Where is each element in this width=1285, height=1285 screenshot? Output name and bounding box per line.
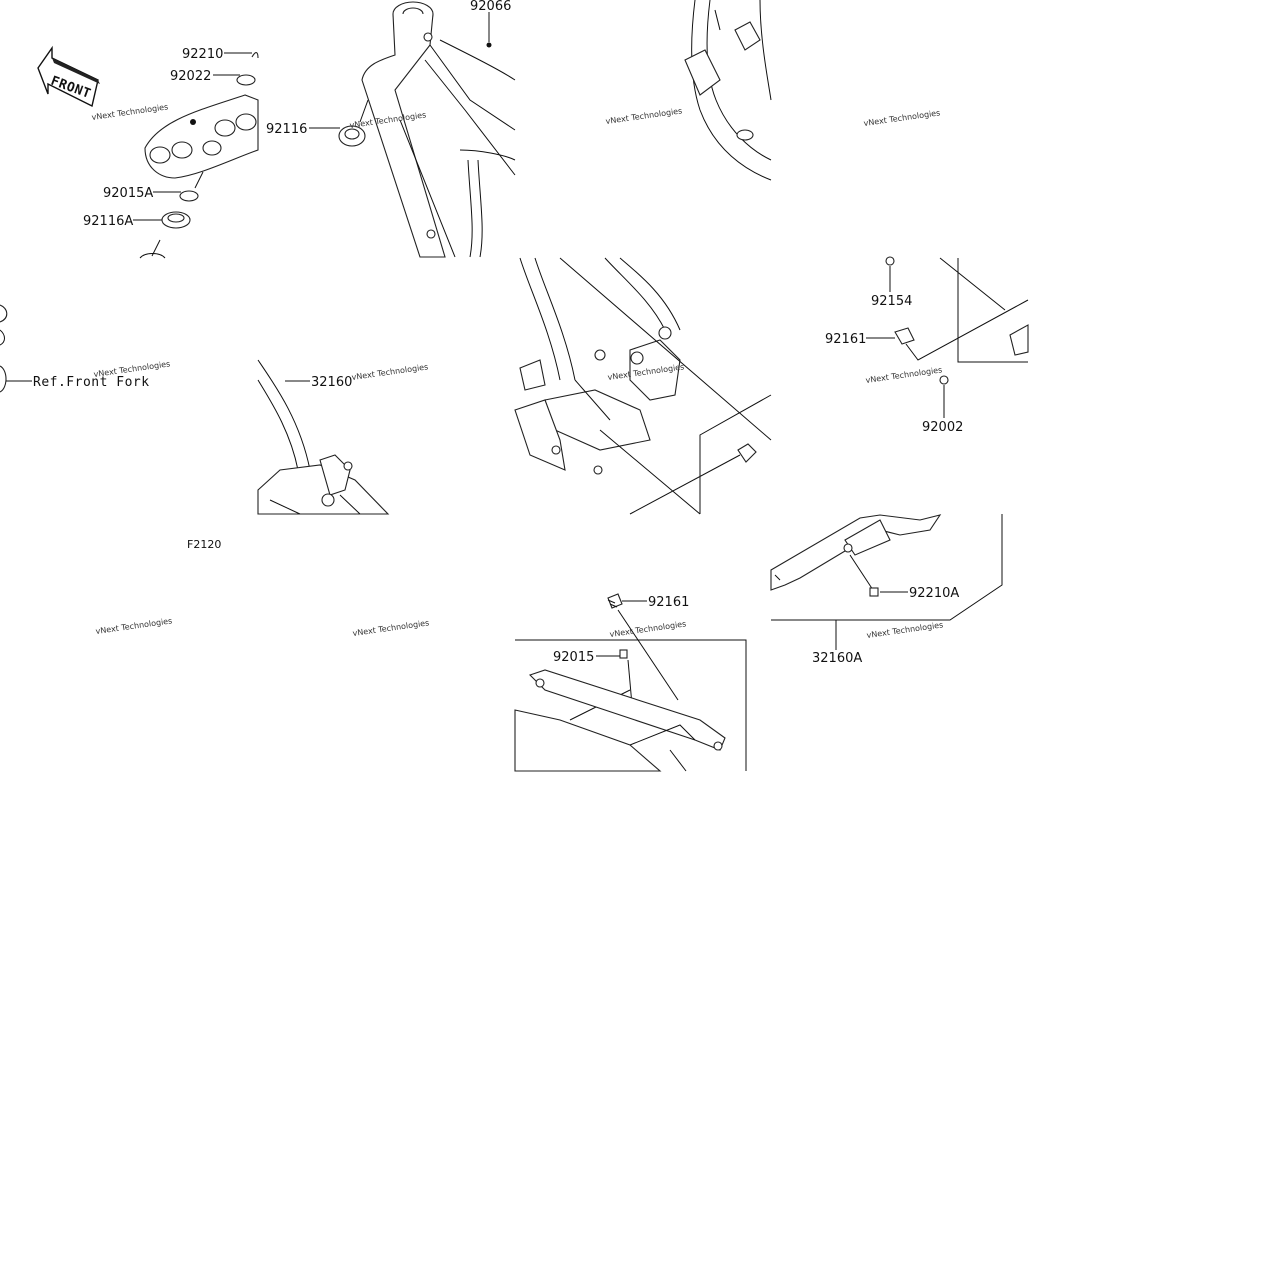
ref-front-fork-label[interactable]: Ref.Front Fork (33, 375, 150, 390)
watermark: vNext Technologies (351, 362, 429, 382)
watermark: vNext Technologies (863, 108, 941, 128)
part-label-92015[interactable]: 92015 (553, 650, 594, 665)
part-label-92210A[interactable]: 92210A (909, 586, 959, 601)
watermark: vNext Technologies (352, 618, 430, 638)
part-label-92116A[interactable]: 92116A (83, 214, 133, 229)
subframe-lower-drawing (514, 593, 747, 772)
frame-side-drawing (257, 359, 390, 515)
diagram-code: F2120 (187, 538, 221, 551)
fork-ref-drawing (0, 304, 8, 393)
part-label-32160A[interactable]: 32160A (812, 651, 862, 666)
upper-frame-drawing (684, 0, 772, 181)
part-label-92002[interactable]: 92002 (922, 420, 963, 435)
watermark: vNext Technologies (609, 619, 687, 639)
part-label-92161-lower[interactable]: 92161 (648, 595, 689, 610)
head-tube-frame-drawing (338, 1, 516, 258)
part-label-32160[interactable]: 32160 (311, 375, 352, 390)
part-label-92154[interactable]: 92154 (871, 294, 912, 309)
watermark: vNext Technologies (866, 620, 944, 640)
watermark: vNext Technologies (605, 106, 683, 126)
watermark: vNext Technologies (95, 616, 173, 636)
part-label-92066[interactable]: 92066 (470, 0, 511, 14)
frame-pivot-drawing (514, 257, 772, 515)
steering-stem-drawing (139, 52, 259, 259)
engine-mount-drawing (885, 256, 1029, 385)
watermark: vNext Technologies (865, 365, 943, 385)
part-label-92210[interactable]: 92210 (182, 47, 223, 62)
front-arrow-icon: FRONT (37, 45, 100, 108)
part-label-92161-upper[interactable]: 92161 (825, 332, 866, 347)
part-label-92015A[interactable]: 92015A (103, 186, 153, 201)
part-label-92022[interactable]: 92022 (170, 69, 211, 84)
rear-subframe-drawing (770, 514, 1003, 621)
part-label-92116[interactable]: 92116 (266, 122, 307, 137)
watermark: vNext Technologies (91, 102, 169, 122)
